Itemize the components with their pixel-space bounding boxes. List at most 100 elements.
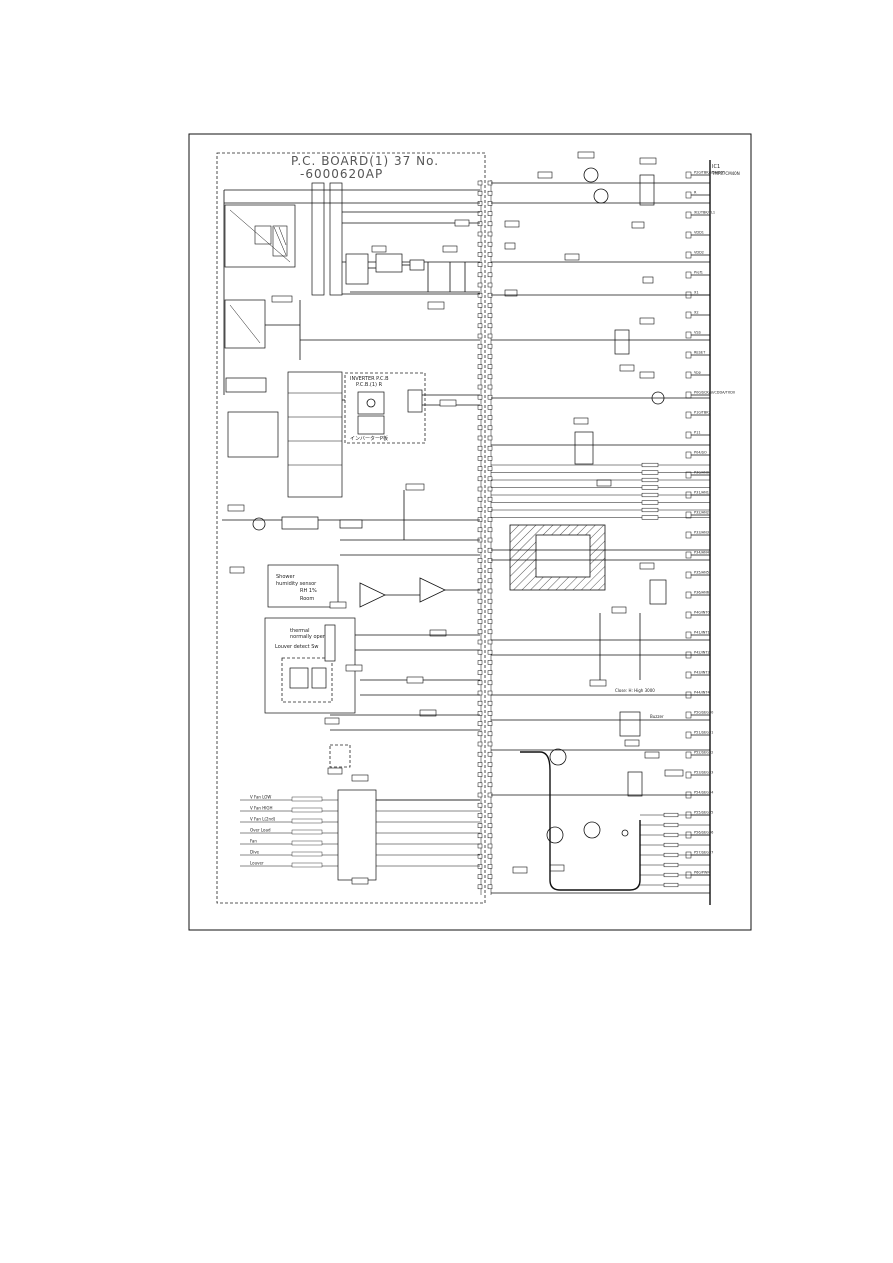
- edge-pin: [477, 884, 483, 890]
- edge-pin: [477, 313, 483, 318]
- edge-pin: [477, 874, 483, 879]
- edge-pin: [487, 272, 493, 278]
- edge-pin: [477, 303, 483, 308]
- relay-coil: [291, 840, 323, 846]
- edge-pin: [477, 486, 483, 492]
- edge-pin: [487, 384, 493, 390]
- bus-resistor: [663, 852, 679, 858]
- relay-coil: [291, 851, 323, 857]
- edge-pin: [477, 762, 483, 767]
- mcu-pin-label: P20/TBK/SDA/INT: [694, 171, 725, 175]
- mcu-pin-label: P54/SEG34: [694, 791, 714, 795]
- edge-pin: [487, 241, 493, 247]
- edge-pin: [477, 272, 483, 278]
- motor-label: Louver: [250, 861, 264, 866]
- edge-pin: [477, 802, 483, 808]
- edge-pin: [477, 456, 483, 461]
- bus-resistor: [663, 862, 679, 868]
- mcu-pin-label: P51/SEG31: [694, 731, 713, 735]
- edge-pin: [487, 262, 493, 267]
- thermistor-label-2: humidity sensor: [276, 581, 317, 587]
- edge-pin: [487, 466, 493, 471]
- edge-pin: [487, 609, 493, 614]
- motor-label: Dive: [250, 850, 260, 855]
- edge-pin: [477, 782, 483, 788]
- edge-pin: [487, 864, 493, 869]
- edge-pin: [487, 884, 493, 890]
- mcu-pin-label: P00/SCK/SI/CDDA/TXD0: [694, 391, 735, 395]
- inverter-box: INVERTER P.C.B P.C.B.(1) R インバーターP板: [344, 372, 480, 444]
- mcu-pin-label: VSS: [694, 331, 702, 335]
- mcu-pin-label: P10/TBK2: [694, 411, 711, 415]
- edge-pin: [477, 354, 483, 359]
- relay-coil: [291, 829, 323, 835]
- sensor-label-1: thermal: [290, 628, 310, 634]
- edge-pin: [477, 588, 483, 594]
- edge-pin: [477, 619, 483, 624]
- resistor: [641, 470, 659, 475]
- mcu-pin-label: P40/INT0: [694, 611, 710, 615]
- mcu-pin-label: P42/INT2: [694, 651, 710, 655]
- mcu-pin-box: [685, 391, 692, 399]
- mcu-pin-label: XI2/TBK/TL1: [694, 211, 715, 215]
- edge-pin: [487, 343, 493, 349]
- edge-pin: [487, 578, 493, 584]
- mcu-pin-box: [685, 531, 692, 539]
- edge-pin: [487, 374, 493, 380]
- sensor-section: Shower humidity sensor RH 1% Room: [222, 483, 480, 637]
- mcu-pin-box: [685, 351, 692, 359]
- edge-pin: [487, 670, 493, 675]
- mcu-pin-box: [685, 571, 692, 579]
- edge-pin: [477, 374, 483, 380]
- edge-pin: [477, 792, 483, 798]
- edge-pin: [477, 262, 483, 267]
- inverter-title-2: P.C.B.(1) R: [356, 382, 383, 388]
- mcu-pin-label: X1: [694, 291, 699, 295]
- edge-pin: [477, 751, 483, 757]
- mcu-pin-label: R: [694, 191, 697, 195]
- motor-label: V Fan LOW: [250, 795, 271, 800]
- mcu-pin-box: [685, 751, 692, 759]
- edge-pin: [477, 333, 483, 339]
- edge-pin: [477, 721, 483, 726]
- edge-pin: [477, 629, 483, 635]
- louver-switch-section: thermal normally open Louver detect Sw: [264, 617, 480, 775]
- edge-pin: [487, 772, 493, 777]
- motor-label: Fan: [250, 839, 257, 844]
- edge-pin: [487, 394, 493, 400]
- mcu-pin-box: [685, 251, 692, 259]
- board-title-1: P.C. BOARD(1) 37 No.: [291, 154, 439, 168]
- edge-pin: [487, 405, 493, 410]
- mcu-pin-box: [685, 331, 692, 339]
- mcu-pin-box: [685, 371, 692, 379]
- mcu-pin-label: P44/INT4: [694, 691, 711, 695]
- mcu-pin-box: [685, 771, 692, 779]
- edge-pin: [487, 190, 493, 196]
- edge-pin: [487, 364, 493, 369]
- edge-pin: [477, 231, 483, 237]
- edge-pin: [477, 864, 483, 869]
- mcu-pin-label: P43/INT3: [694, 671, 710, 675]
- edge-pin: [487, 619, 493, 624]
- edge-pin: [487, 833, 493, 839]
- edge-pin: [487, 639, 493, 645]
- edge-pin: [487, 527, 493, 533]
- edge-pin: [477, 731, 483, 737]
- edge-pin: [477, 649, 483, 655]
- edge-pin: [487, 456, 493, 461]
- edge-pin: [487, 486, 493, 492]
- mcu-pin-box: [685, 211, 692, 219]
- sensor-label-3: Louver detect Sw: [275, 644, 318, 650]
- relay-coil: [291, 796, 323, 802]
- edge-pin: [477, 466, 483, 471]
- edge-pin: [477, 558, 483, 563]
- pcb-dashed-outline: [216, 152, 486, 904]
- thermistor-label-3: RH 1%: [300, 588, 317, 594]
- edge-pin: [487, 313, 493, 318]
- thermistor-label-1: Shower: [276, 574, 296, 580]
- edge-pin: [487, 507, 493, 512]
- mcu-pin-box: [685, 451, 692, 459]
- edge-pin: [487, 690, 493, 696]
